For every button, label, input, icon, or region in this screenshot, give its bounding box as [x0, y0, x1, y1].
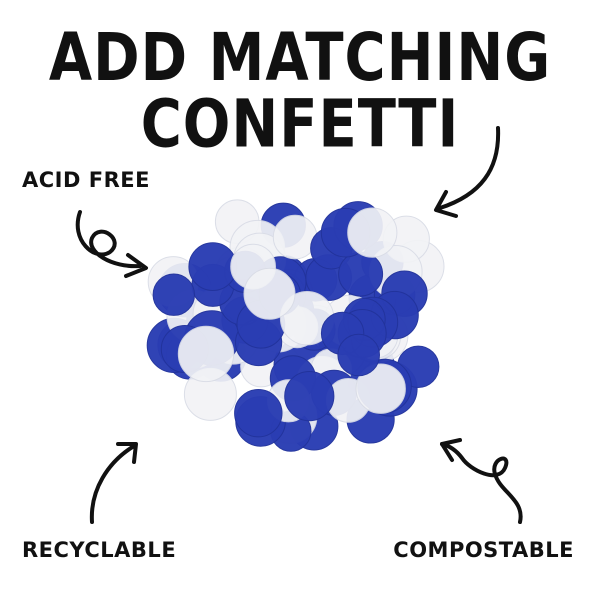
confetti-piece — [152, 273, 196, 316]
confetti-pile — [146, 199, 445, 452]
confetti-piece — [234, 389, 283, 438]
feature-compostable: COMPOSTABLE — [393, 538, 574, 562]
confetti-piece — [188, 242, 238, 292]
confetti-piece — [338, 251, 384, 297]
feature-recyclable: RECYCLABLE — [22, 538, 177, 562]
confetti-piece — [355, 363, 406, 414]
curved-arrow-icon — [89, 442, 138, 524]
confetti-piece — [272, 214, 318, 260]
confetti-piece — [347, 207, 398, 258]
confetti-piece — [243, 267, 296, 320]
confetti-piece — [337, 333, 381, 377]
confetti-piece — [284, 371, 335, 422]
feature-acid-free: ACID FREE — [22, 168, 150, 192]
headline: ADD MATCHING CONFETTI — [48, 20, 552, 163]
confetti-piece — [177, 325, 235, 383]
curved-arrow-icon — [434, 126, 501, 218]
curly-arrow-icon — [75, 210, 148, 278]
squiggle-arrow-icon — [440, 438, 523, 524]
